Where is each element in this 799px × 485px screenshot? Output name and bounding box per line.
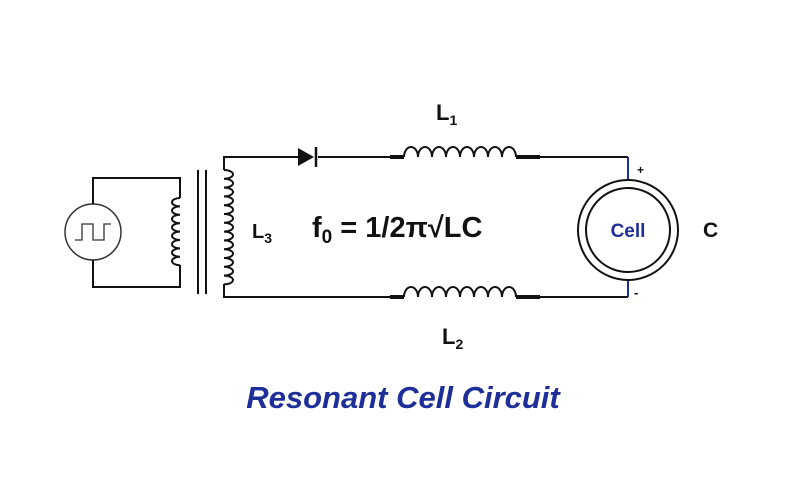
capacitor-cell-icon [577, 157, 679, 297]
inductor-l2 [390, 286, 540, 299]
label-l3: L3 [252, 221, 272, 246]
inductor-l1 [390, 146, 540, 159]
primary-coil [171, 197, 181, 267]
plus-sign: + [637, 163, 644, 177]
minus-sign: - [634, 285, 638, 300]
secondary-wires [223, 156, 628, 298]
label-c: C [703, 219, 718, 242]
secondary-coil-l3 [223, 169, 234, 286]
diode-icon [298, 147, 318, 167]
label-l1: L1 [436, 100, 457, 128]
cell-label: Cell [611, 221, 646, 242]
square-wave-source-icon [64, 203, 122, 261]
resonance-formula: f0 = 1/2π√LC [312, 212, 482, 248]
primary-wires [92, 177, 181, 288]
transformer-core [197, 170, 207, 294]
diagram-title: Resonant Cell Circuit [246, 380, 561, 415]
label-l2: L2 [442, 324, 463, 352]
